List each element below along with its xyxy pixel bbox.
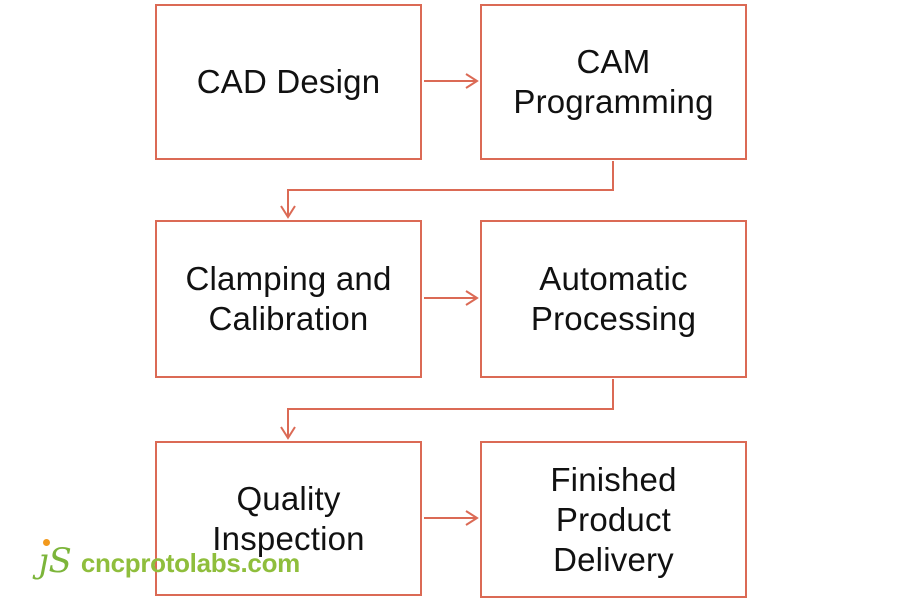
arrow-clamping-to-automatic xyxy=(424,290,479,306)
logo-monogram: ȷS xyxy=(38,539,72,581)
node-finished-product-delivery: Finished Product Delivery xyxy=(480,441,747,598)
arrow-cam-to-clamping xyxy=(280,161,614,219)
node-cad-design: CAD Design xyxy=(155,4,422,160)
node-automatic-processing: Automatic Processing xyxy=(480,220,747,378)
logo-domain-text: cncprotolabs.com xyxy=(80,548,300,578)
logo-monogram-text: ȷS xyxy=(38,541,72,581)
logo-orange-dot-icon xyxy=(43,539,50,546)
arrow-automatic-to-quality xyxy=(280,379,614,440)
node-quality-inspection: Quality Inspection xyxy=(155,441,422,596)
node-cam-programming: CAM Programming xyxy=(480,4,747,160)
node-clamping-and-calibration: Clamping and Calibration xyxy=(155,220,422,378)
arrow-cad-to-cam xyxy=(424,73,479,89)
site-logo: ȷS cncprotolabs.com xyxy=(38,539,300,581)
arrow-quality-to-finished xyxy=(424,510,479,526)
